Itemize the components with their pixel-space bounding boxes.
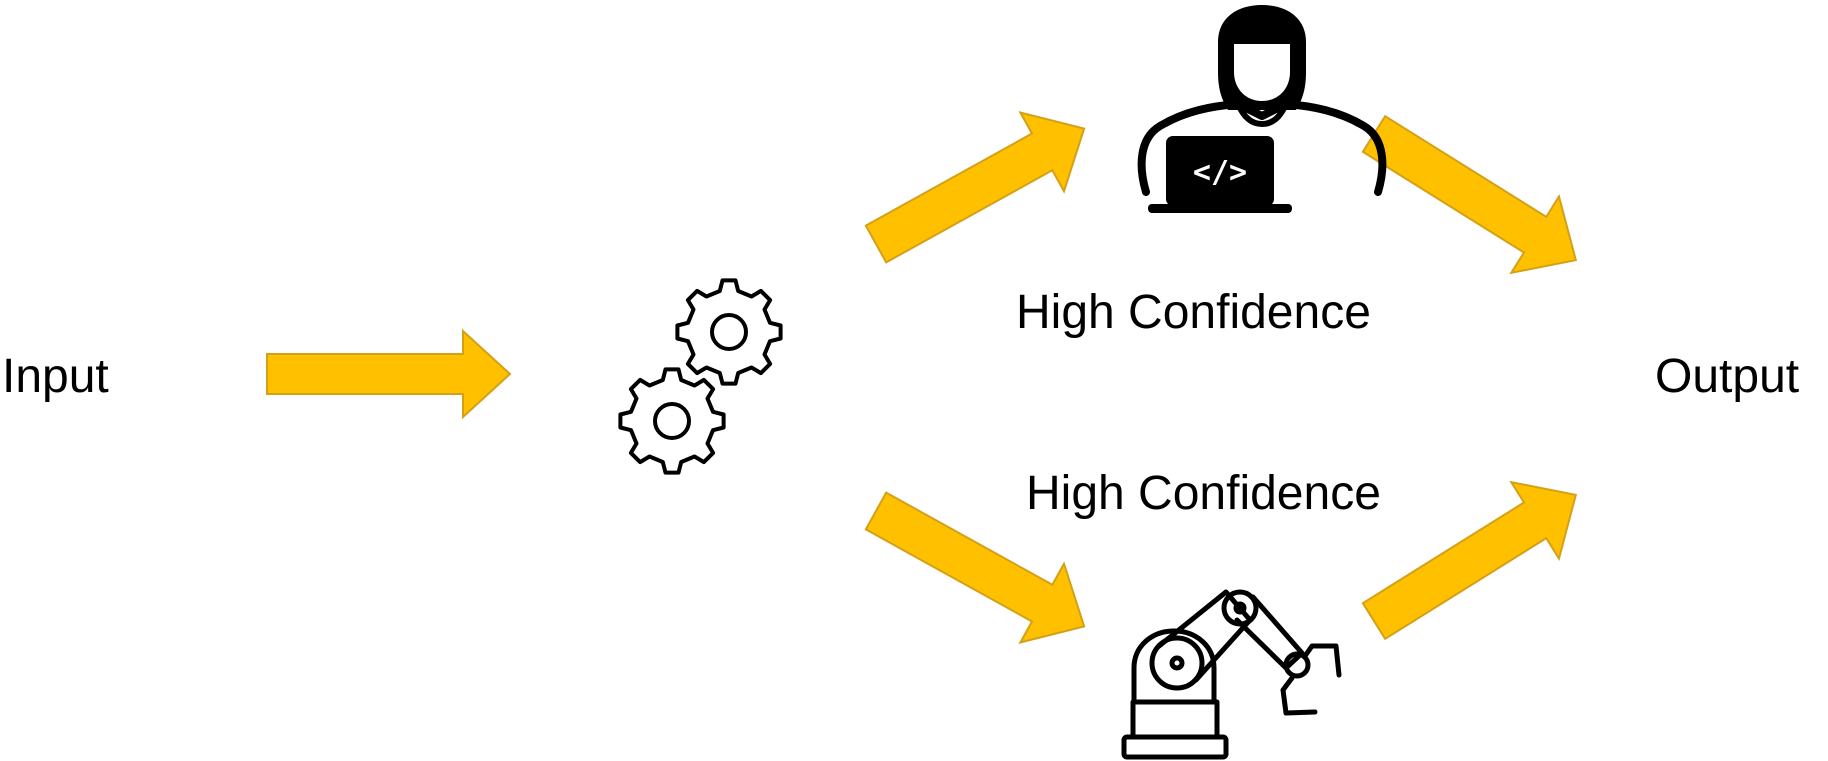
laptop-code-symbol: </> [1193, 155, 1247, 190]
top-branch-label: High Confidence [1016, 286, 1371, 339]
gear-small-icon [618, 367, 726, 475]
robotic-arm-icon [1121, 589, 1342, 760]
gear-large-icon [675, 278, 783, 386]
arrow-to-robot [864, 491, 1086, 645]
gears-icon [618, 278, 783, 475]
arrow-from-robot [1361, 480, 1578, 641]
arrow-from-developer [1361, 114, 1578, 275]
arrow-to-developer [864, 110, 1086, 264]
input-arrow [266, 328, 512, 420]
developer-at-laptop-icon: </> [1137, 5, 1387, 213]
bottom-branch-label: High Confidence [1026, 467, 1381, 520]
output-label: Output [1655, 350, 1799, 403]
input-label: Input [2, 350, 109, 403]
